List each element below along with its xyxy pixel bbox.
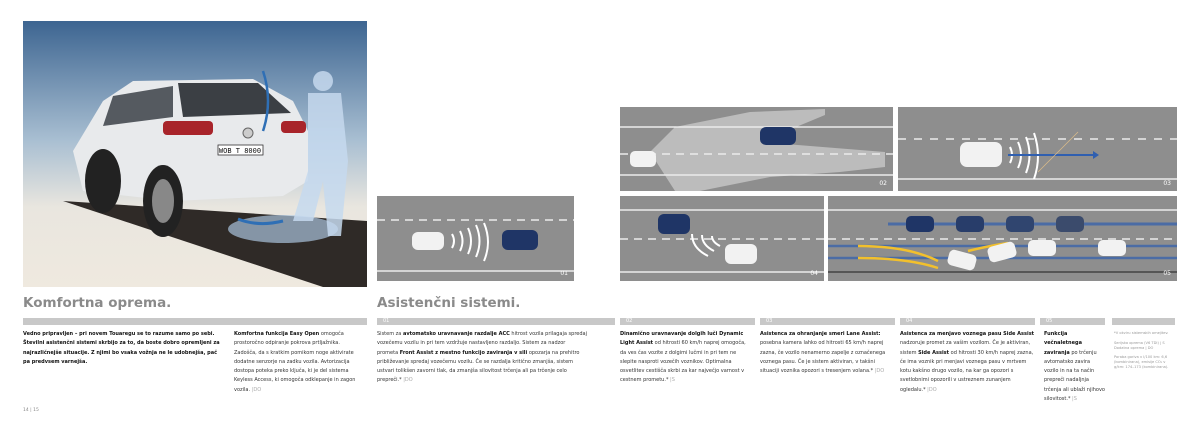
equipment-ref: |DO <box>925 386 937 393</box>
body-text: od hitrosti 60 km/h naprej omogoča, da v… <box>620 340 746 384</box>
section-bar-03: 03 <box>760 318 895 325</box>
bold-term: Funkcija večnaletnega zaviranja <box>1044 331 1082 356</box>
section-bar <box>23 318 367 325</box>
bold-term: Asistenca za ohranjanje smeri Lane Assis… <box>760 331 881 337</box>
panel-lane-assist: 03 <box>898 107 1177 191</box>
section-bar-04: 04 <box>900 318 1035 325</box>
page-numbers: 14 | 15 <box>23 408 39 413</box>
body-text: hitrost vozila prilagaja spredaj vozečem… <box>377 331 587 356</box>
section-03-text: Asistenca za ohranjanje smeri Lane Assis… <box>760 330 892 376</box>
heading-asistencni-sistemi: Asistenčni sistemi. <box>377 295 521 311</box>
section-05-text: Funkcija večnaletnega zaviranja po trčen… <box>1044 330 1106 404</box>
body-text: posebna kamera lahko od hitrosti 65 km/h… <box>760 340 886 375</box>
equipment-legend: Serijska oprema (V6 TDI) | S Dodatna opr… <box>1114 341 1165 350</box>
bold-term: avtomatsko uravnavanje razdalje ACC <box>402 331 510 337</box>
footnote: *V okviru sistemskih omejitev. <box>1114 331 1169 335</box>
easy-open-photo: WOB T 8000 <box>23 21 367 287</box>
section-bar-01: 01 <box>377 318 615 325</box>
body-text: nadzoruje promet za vašim vozilom. Če je… <box>900 340 1031 356</box>
body-text: od hitrosti 30 km/h naprej zazna, če ima… <box>900 349 1034 393</box>
equipment-ref: |DO <box>401 377 413 384</box>
body-text: Sistem za <box>377 331 403 337</box>
license-plate: WOB T 8000 <box>219 147 261 155</box>
panel-number: 04 <box>810 270 818 277</box>
section-bar-02: 02 <box>620 318 755 325</box>
section-bar-05: 05 <box>1040 318 1105 325</box>
panel-number: 02 <box>879 180 887 187</box>
section-01-text: Sistem za avtomatsko uravnavanje razdalj… <box>377 330 587 386</box>
sidebar-bar <box>1112 318 1175 325</box>
equipment-ref: |DO <box>873 368 885 375</box>
panel-acc-front-assist: 01 <box>377 196 574 281</box>
section-04-text: Asistenca za menjavo voznega pasu Side A… <box>900 330 1035 395</box>
intro-text: Vedno pripravljen – pri novem Touaregu s… <box>23 331 220 365</box>
panel-multi-collision-brake: 05 <box>828 196 1177 281</box>
panel-number: 01 <box>560 270 568 277</box>
body-text: opozarja na prehitro približevanje spred… <box>377 349 580 384</box>
bold-term: Dinamično uravnavanje dolgih luči Dynami… <box>620 331 744 347</box>
bold-term: Side Assist <box>918 349 950 356</box>
body-text: po trčenju avtomatsko zavira vozilo in n… <box>1044 349 1105 403</box>
heading-komfortna-oprema: Komfortna oprema. <box>23 295 172 311</box>
equipment-ref: |S <box>668 377 675 384</box>
section-02-text: Dinamično uravnavanje dolgih luči Dynami… <box>620 330 752 386</box>
equipment-ref: |S <box>1070 396 1077 403</box>
panel-side-assist: 04 <box>620 196 824 281</box>
easy-open-text: Komfortna funkcija Easy Open omogoča pro… <box>234 331 356 393</box>
panel-number: 05 <box>1163 270 1171 277</box>
panel-dynamic-light-assist: 02 <box>620 107 893 191</box>
fuel-consumption: Poraba goriva v l/100 km: 6,6 (kombinira… <box>1114 355 1169 369</box>
bold-term: Front Assist z mestno funkcijo zaviranja… <box>399 349 528 356</box>
bold-term: Asistenca za menjavo voznega pasu Side A… <box>900 331 1035 337</box>
panel-number: 03 <box>1163 180 1171 187</box>
